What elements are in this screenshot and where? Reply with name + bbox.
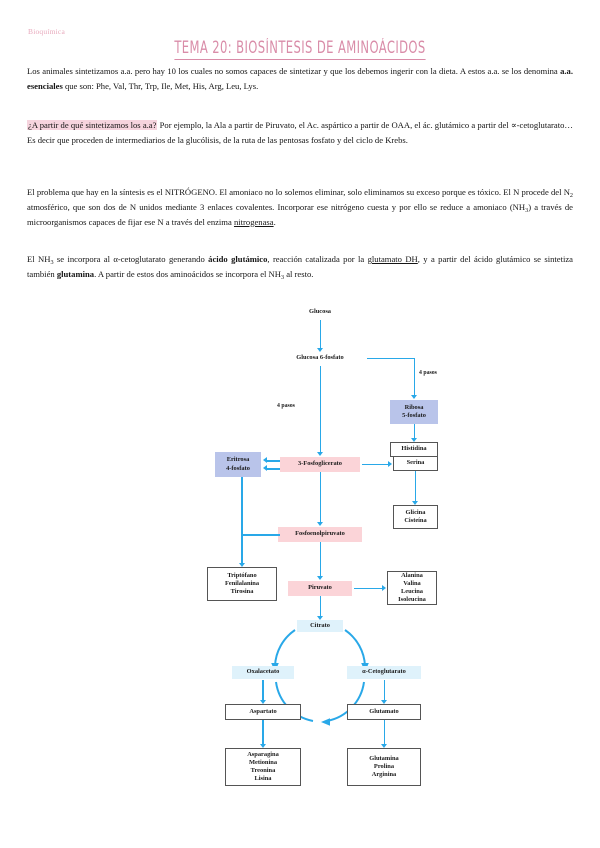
highlighted-question: ¿A partir de qué sintetizamos los a.a? (27, 120, 158, 130)
biosynthesis-pathway-diagram: Glucosa Glucosa 6-fosfato 4 pasos Ribosa… (27, 300, 573, 800)
arrow-piruvato-to-alanina (354, 587, 384, 590)
node-aspartato: Aspartato (225, 704, 301, 720)
paragraph-glutamate-part6: al resto. (284, 268, 314, 279)
paragraph-nitrogen-part4: . (273, 216, 276, 227)
paragraph-nitrogen: El problema que hay en la síntesis es el… (27, 185, 573, 229)
arrow-pep-branch-horizontal (242, 534, 280, 536)
node-citrato: Citrato (297, 620, 343, 632)
arrow-glucosa-to-g6p (319, 320, 322, 350)
node-eritrosa-4-fosfato: Eritrosa 4-fosfato (215, 452, 261, 477)
paragraph-nitrogen-part1: El problema que hay en la síntesis es el… (27, 187, 570, 197)
arrow-g6p-to-3pg (319, 366, 322, 454)
arrow-branch-to-trp (241, 534, 243, 565)
node-ribosa-5-fosfato: Ribosa 5-fosfato (390, 400, 438, 424)
node-glicina-cisteina: Glicina Cisteína (393, 505, 438, 529)
arrowhead-serina (388, 461, 392, 467)
subscript-nh3-a: 3 (525, 206, 529, 214)
term-acido-glutamico: ácido glutámico (208, 254, 268, 264)
paragraph-intro-part1: Los animales sintetizamos a.a. pero hay … (27, 66, 561, 76)
arrowhead-gln-group (381, 744, 387, 748)
arrow-eritrosa-to-3pg-bottom (267, 468, 280, 470)
arrow-3pg-to-eritrosa-top (267, 460, 280, 462)
subscript-n2: 2 (569, 192, 573, 199)
paragraph-glutamate-part3: , reacción catalizada por la (267, 254, 368, 264)
arrowhead-alanina (382, 585, 386, 591)
arrow-3pg-to-pep (319, 472, 322, 524)
node-oxalacetato: Oxalacetato (232, 666, 294, 679)
term-glutamato-dh: glutamato DH (367, 254, 418, 264)
term-nitrogenasa: nitrogenasa (233, 216, 274, 227)
arrowhead-eritrosa-left (263, 457, 267, 463)
arrowhead-glutamato (381, 700, 387, 704)
node-glutamina-prolina-arginina: Glutamina Prolina Arginina (347, 748, 421, 786)
arrowhead-3pg (317, 452, 323, 456)
node-piruvato: Piruvato (288, 581, 352, 596)
cycle-arc-top-right (344, 629, 366, 667)
arrowhead-g6p (317, 348, 323, 352)
paragraph-nitrogen-part2: atmosférico, que son dos de N unidos med… (27, 201, 526, 212)
cycle-arc-top-left (274, 629, 296, 667)
arrow-pep-to-piruvato (319, 542, 322, 578)
arrow-aspartato-to-asn (262, 720, 264, 746)
arrowhead-eritrosa-left2 (263, 465, 267, 471)
paragraph-intro-part2: que son: Phe, Val, Thr, Trp, Ile, Met, H… (62, 80, 259, 91)
course-label: Bioquímica (28, 27, 65, 36)
arrow-eritrosa-down (241, 477, 243, 534)
node-serina: Serina (393, 456, 438, 471)
label-4-pasos-left: 4 pasos (277, 403, 295, 409)
paragraph-precursors: ¿A partir de qué sintetizamos los a.a? P… (27, 118, 573, 148)
node-glucosa-6-fosfato: Glucosa 6-fosfato (296, 353, 344, 361)
paragraph-intro: Los animales sintetizamos a.a. pero hay … (27, 64, 573, 94)
term-essential-aminoacids: a.a. esenciales (27, 66, 573, 91)
paragraph-glutamate-part5: . A partir de estos dos aminoácidos se i… (94, 268, 281, 279)
node-alanina-valina-leucina-isoleucina: Alanina Valina Leucina Isoleucina (387, 571, 437, 605)
arrow-glutamato-to-gln (383, 720, 386, 746)
paragraph-glutamate: El NH3 se incorpora al α-cetoglutarato g… (27, 252, 573, 282)
krebs-cycle-ring (271, 629, 369, 726)
paragraph-glutamate-part2: se incorpora al α-cetoglutarato generand… (53, 254, 209, 264)
node-3-fosfoglicerato: 3-Fosfoglicerato (280, 457, 360, 472)
node-triptofano-fenilalanina-tirosina: Triptófano Fenilalanina Tirosina (207, 567, 277, 601)
arrow-3pg-to-serina (362, 463, 390, 466)
paragraph-glutamate-part4: , y a partir del ácido glutámico se sint… (27, 254, 573, 279)
paragraph-glutamate-part1: El NH (27, 254, 51, 264)
arrowhead-histidina (411, 438, 417, 442)
subscript-nh3-c: 3 (280, 273, 285, 281)
arrow-cetoglutarato-to-glutamato (383, 680, 386, 702)
arrowhead-aspartato (259, 700, 266, 704)
node-fosfoenolpiruvato: Fosfoenolpiruvato (278, 527, 362, 542)
cycle-arrowhead-bottom (321, 718, 330, 726)
page-title: TEMA 20: BIOSÍNTESIS DE AMINOÁCIDOS (66, 38, 534, 60)
arrowhead-citrato (317, 616, 323, 620)
node-glucosa: Glucosa (308, 307, 331, 315)
node-alfa-cetoglutarato: α-Cetoglutarato (347, 666, 421, 679)
paragraph-nitrogen-part3: ) a través de microorganismos capaces de… (27, 201, 573, 227)
subscript-nh3-b: 3 (50, 259, 54, 266)
arrowhead-glicina (412, 501, 418, 505)
arrow-serina-to-glicina (414, 471, 417, 503)
arrowhead-asn-group (259, 744, 266, 748)
arrow-oxalacetato-to-aspartato (262, 680, 264, 702)
paragraph-precursors-body: Por ejemplo, la Ala a partir de Piruvato… (27, 120, 573, 145)
arrowhead-piruvato (317, 576, 323, 580)
arrowhead-pep (317, 522, 323, 526)
node-glutamato: Glutamato (347, 704, 421, 720)
arrow-g6p-branch-vertical (413, 357, 416, 398)
label-4-pasos-right: 4 pasos (419, 370, 437, 376)
arrow-ribosa-to-histidina (413, 424, 416, 440)
arrow-piruvato-to-citrato (319, 596, 322, 618)
node-asparagina-metionina-treonina-lisina: Asparagina Metionina Treonina Lisina (225, 748, 301, 786)
arrow-g6p-branch-horizontal (367, 357, 415, 360)
term-glutamina: glutamina (56, 268, 95, 279)
arrowhead-ribosa (411, 395, 417, 399)
page-title-text: TEMA 20: BIOSÍNTESIS DE AMINOÁCIDOS (174, 38, 426, 60)
arrowhead-trp (238, 563, 245, 567)
